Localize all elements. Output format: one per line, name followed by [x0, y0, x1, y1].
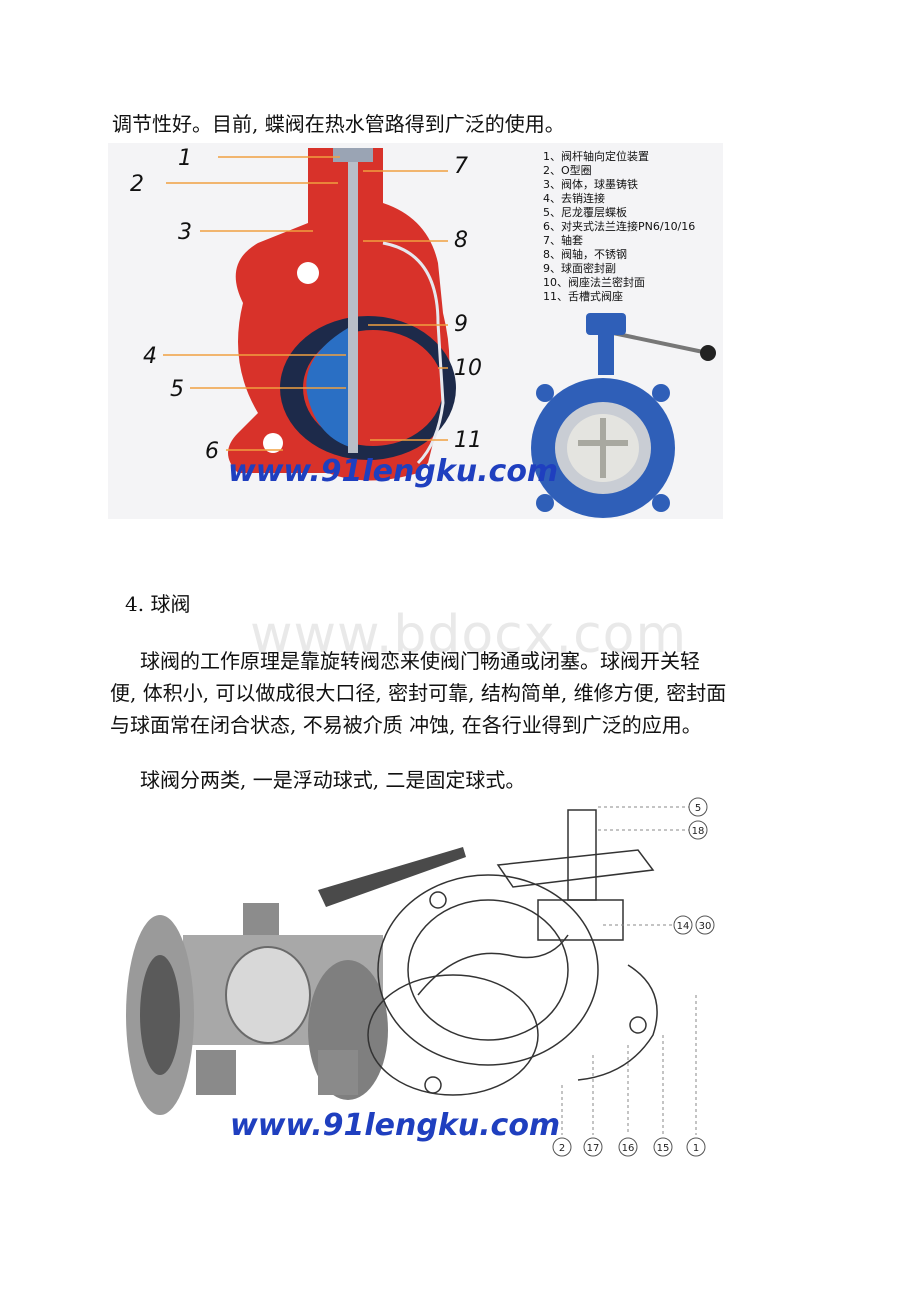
legend-item-5: 5、尼龙覆层蝶板	[543, 205, 627, 219]
ball-valve-figure: 5 18 14 30 2 17 16 15 1 www.91lengku.com	[108, 795, 720, 1167]
site-label-1: www.91lengku.com	[228, 454, 558, 489]
callout-15: 15	[657, 1143, 670, 1154]
callout-1b: 1	[693, 1143, 699, 1154]
callout-11: 11	[454, 428, 482, 453]
butterfly-valve-figure: 1 2 3 4 5 6 7 8 9 10 11 1、阀杆轴向定位装置 2、O型圈…	[108, 143, 723, 519]
legend-item-1: 1、阀杆轴向定位装置	[543, 149, 649, 163]
watermark: www.bdocx.com	[250, 605, 688, 665]
butterfly-valve-diagram: 1 2 3 4 5 6 7 8 9 10 11 1、阀杆轴向定位装置 2、O型圈…	[108, 143, 723, 519]
legend-item-2: 2、O型圈	[543, 163, 592, 177]
callout-17: 17	[587, 1143, 600, 1154]
callout-9: 9	[454, 312, 468, 337]
legend-item-7: 7、轴套	[543, 233, 583, 247]
callout-5: 5	[170, 377, 184, 402]
fixed-ball-valve	[367, 809, 658, 1096]
legend-item-8: 8、阀轴，不锈钢	[543, 247, 627, 261]
legend-item-10: 10、阀座法兰密封面	[543, 275, 645, 289]
bolt-hole-upper	[297, 262, 319, 284]
callout-7: 7	[454, 154, 468, 179]
legend-item-9: 9、球面密封副	[543, 261, 616, 275]
callout-3: 3	[178, 220, 192, 245]
paragraph-principle-line3: 与球面常在闭合状态, 不易被介质 冲蚀, 在各行业得到广泛的应用。	[110, 713, 702, 737]
callout-14: 14	[677, 921, 690, 932]
callout-30: 30	[699, 921, 712, 932]
callout-2b: 2	[559, 1143, 565, 1154]
bolt-hole-lower	[263, 433, 283, 453]
stem-cap	[333, 148, 373, 162]
ball-valve-diagram: 5 18 14 30 2 17 16 15 1 www.91lengku.com	[108, 795, 720, 1167]
legend-item-3: 3、阀体，球墨铸铁	[543, 177, 638, 191]
callout-18: 18	[692, 826, 705, 837]
callout-5b: 5	[695, 803, 701, 814]
site-label-2: www.91lengku.com	[230, 1108, 560, 1143]
callout-8: 8	[454, 228, 468, 253]
leader-lines	[163, 156, 448, 451]
legend-item-11: 11、舌槽式阀座	[543, 289, 623, 303]
paragraph-butterfly-end: 调节性好。目前, 蝶阀在热水管路得到广泛的使用。	[112, 112, 565, 136]
paragraph-types: 球阀分两类, 一是浮动球式, 二是固定球式。	[140, 768, 526, 792]
callout-10: 10	[454, 356, 482, 381]
section-heading-ball-valve: 4. 球阀	[125, 592, 191, 616]
callout-2: 2	[130, 172, 144, 197]
floating-ball-valve	[126, 847, 466, 1115]
legend-item-6: 6、对夹式法兰连接PN6/10/16	[543, 219, 695, 233]
callout-6: 6	[205, 439, 219, 464]
stem	[348, 153, 358, 453]
blue-butterfly-valve-photo	[531, 313, 716, 518]
paragraph-principle-line2: 便, 体积小, 可以做成很大口径, 密封可靠, 结构简单, 维修方便, 密封面	[110, 681, 727, 705]
callout-1: 1	[178, 146, 192, 171]
legend-item-4: 4、去销连接	[543, 191, 605, 205]
callout-16: 16	[622, 1143, 635, 1154]
paragraph-principle-line1: 球阀的工作原理是靠旋转阀恋来使阀门畅通或闭塞。球阀开关轻	[140, 649, 700, 673]
parts-legend: 1、阀杆轴向定位装置 2、O型圈 3、阀体，球墨铸铁 4、去销连接 5、尼龙覆层…	[543, 149, 695, 303]
callout-4: 4	[143, 344, 157, 369]
